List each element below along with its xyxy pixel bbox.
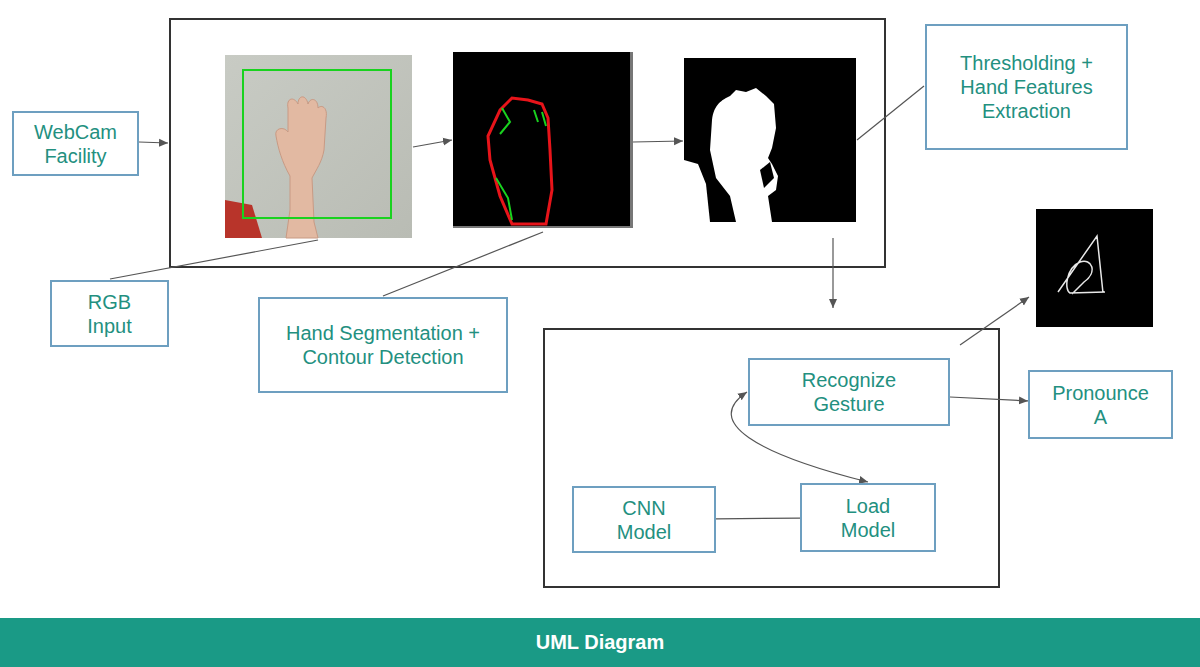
flow-arrow	[413, 140, 452, 147]
process-box: Recognize Gesture	[748, 358, 950, 426]
threshold-image	[684, 58, 856, 222]
group-frame	[544, 329, 999, 587]
caption: UML Diagram	[536, 631, 665, 654]
process-box: Hand Segmentation + Contour Detection	[258, 297, 508, 393]
flow-arrow	[832, 238, 833, 308]
connector	[950, 397, 1028, 401]
contour-image	[453, 52, 633, 228]
box-label: Recognize Gesture	[789, 368, 909, 416]
process-box: Pronounce A	[1028, 370, 1173, 439]
letter-image	[1036, 209, 1153, 327]
process-box: WebCam Facility	[12, 111, 139, 176]
box-label: RGB Input	[70, 290, 150, 338]
caption-band	[0, 618, 1200, 667]
leader-line	[110, 240, 318, 279]
box-label: CNN Model	[604, 496, 684, 544]
flow-arrow	[633, 141, 683, 142]
box-label: Load Model	[828, 494, 908, 542]
flow-arrow	[139, 142, 168, 143]
leader-line	[857, 86, 924, 140]
box-label: Pronounce A	[1046, 381, 1156, 429]
flow-arrow	[960, 297, 1029, 345]
process-box: CNN Model	[572, 486, 716, 553]
process-box: RGB Input	[50, 280, 169, 347]
rgb-image	[225, 55, 412, 238]
box-label: WebCam Facility	[26, 120, 126, 168]
caption-band-text-holder: UML Diagram	[0, 618, 1200, 667]
process-box: Thresholding + Hand Features Extraction	[925, 24, 1128, 150]
box-label: Hand Segmentation + Contour Detection	[278, 321, 488, 369]
process-box: Load Model	[800, 483, 936, 552]
connector	[716, 518, 800, 520]
group-frame	[170, 19, 885, 267]
leader-line	[383, 232, 543, 296]
box-label: Thresholding + Hand Features Extraction	[947, 51, 1107, 123]
